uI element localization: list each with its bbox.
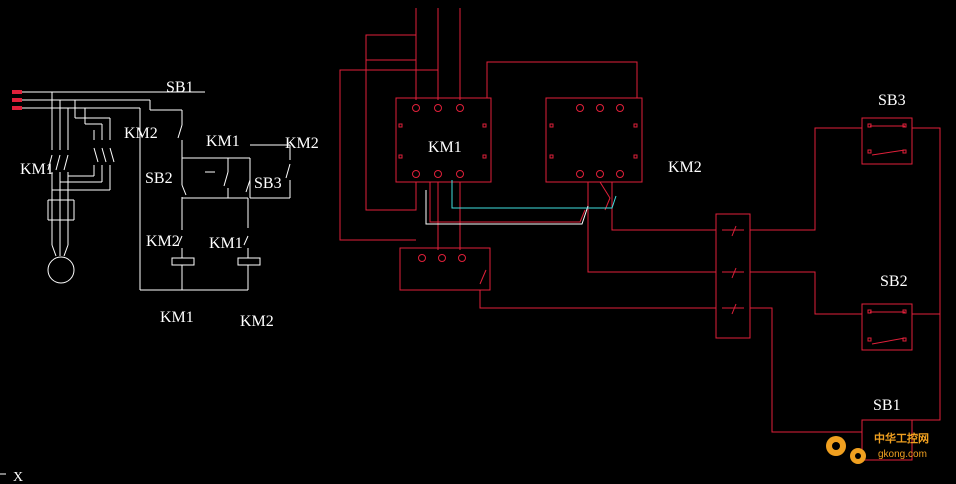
label-km2-interlock: KM2 bbox=[146, 233, 180, 250]
motor-symbol bbox=[47, 256, 75, 284]
label-km2-right: KM2 bbox=[285, 135, 319, 152]
supply-terminals bbox=[12, 90, 22, 110]
label-sb3-button: SB3 bbox=[878, 92, 906, 109]
coil-km2-symbol bbox=[237, 257, 261, 266]
label-sb1: SB1 bbox=[166, 79, 194, 96]
label-km2-contactor: KM2 bbox=[668, 159, 702, 176]
km2-terminals bbox=[549, 104, 638, 178]
main-circuit bbox=[47, 92, 115, 257]
label-sb2: SB2 bbox=[145, 170, 173, 187]
control-schematic bbox=[12, 90, 291, 291]
sb1-button-body bbox=[861, 419, 913, 461]
control-circuit bbox=[139, 100, 291, 291]
gear-icon bbox=[826, 436, 866, 464]
label-km1-contactor: KM1 bbox=[428, 139, 462, 156]
coil-km1-symbol bbox=[171, 257, 195, 266]
km1-terminals bbox=[398, 104, 487, 178]
label-sb1-button: SB1 bbox=[873, 397, 901, 414]
label-km1-mid: KM1 bbox=[206, 133, 240, 150]
label-coil-km1: KM1 bbox=[160, 309, 194, 326]
sb2-button-body bbox=[861, 303, 913, 351]
watermark-site-name: 中华工控网 bbox=[874, 431, 929, 445]
label-km2-top: KM2 bbox=[124, 125, 158, 142]
colored-wires bbox=[425, 180, 617, 225]
label-coil-km2: KM2 bbox=[240, 313, 274, 330]
sb3-button-body bbox=[861, 117, 913, 165]
wiring-layout bbox=[339, 8, 941, 461]
schematic-labels: SB1 KM2 KM1 KM2 KM1 SB2 SB3 KM2 KM1 KM1 … bbox=[20, 79, 319, 330]
km2-contactor-body bbox=[545, 97, 643, 183]
km1-contactor-body bbox=[395, 97, 492, 183]
watermark: 中华工控网 gkong.com bbox=[826, 431, 929, 464]
ucs-icon: X bbox=[0, 470, 23, 484]
terminal-block bbox=[715, 213, 751, 339]
label-km1-interlock: KM1 bbox=[209, 235, 243, 252]
watermark-domain: gkong.com bbox=[878, 449, 927, 460]
label-km1-left: KM1 bbox=[20, 161, 54, 178]
wiring-labels: KM1 KM2 SB3 SB2 SB1 bbox=[428, 92, 908, 414]
ucs-axis-label: X bbox=[13, 470, 23, 484]
supply-lines bbox=[18, 91, 205, 109]
label-sb2-button: SB2 bbox=[880, 273, 908, 290]
label-sb3: SB3 bbox=[254, 175, 282, 192]
overload-relay-body bbox=[399, 247, 491, 291]
terminal-block-contacts bbox=[722, 225, 744, 315]
